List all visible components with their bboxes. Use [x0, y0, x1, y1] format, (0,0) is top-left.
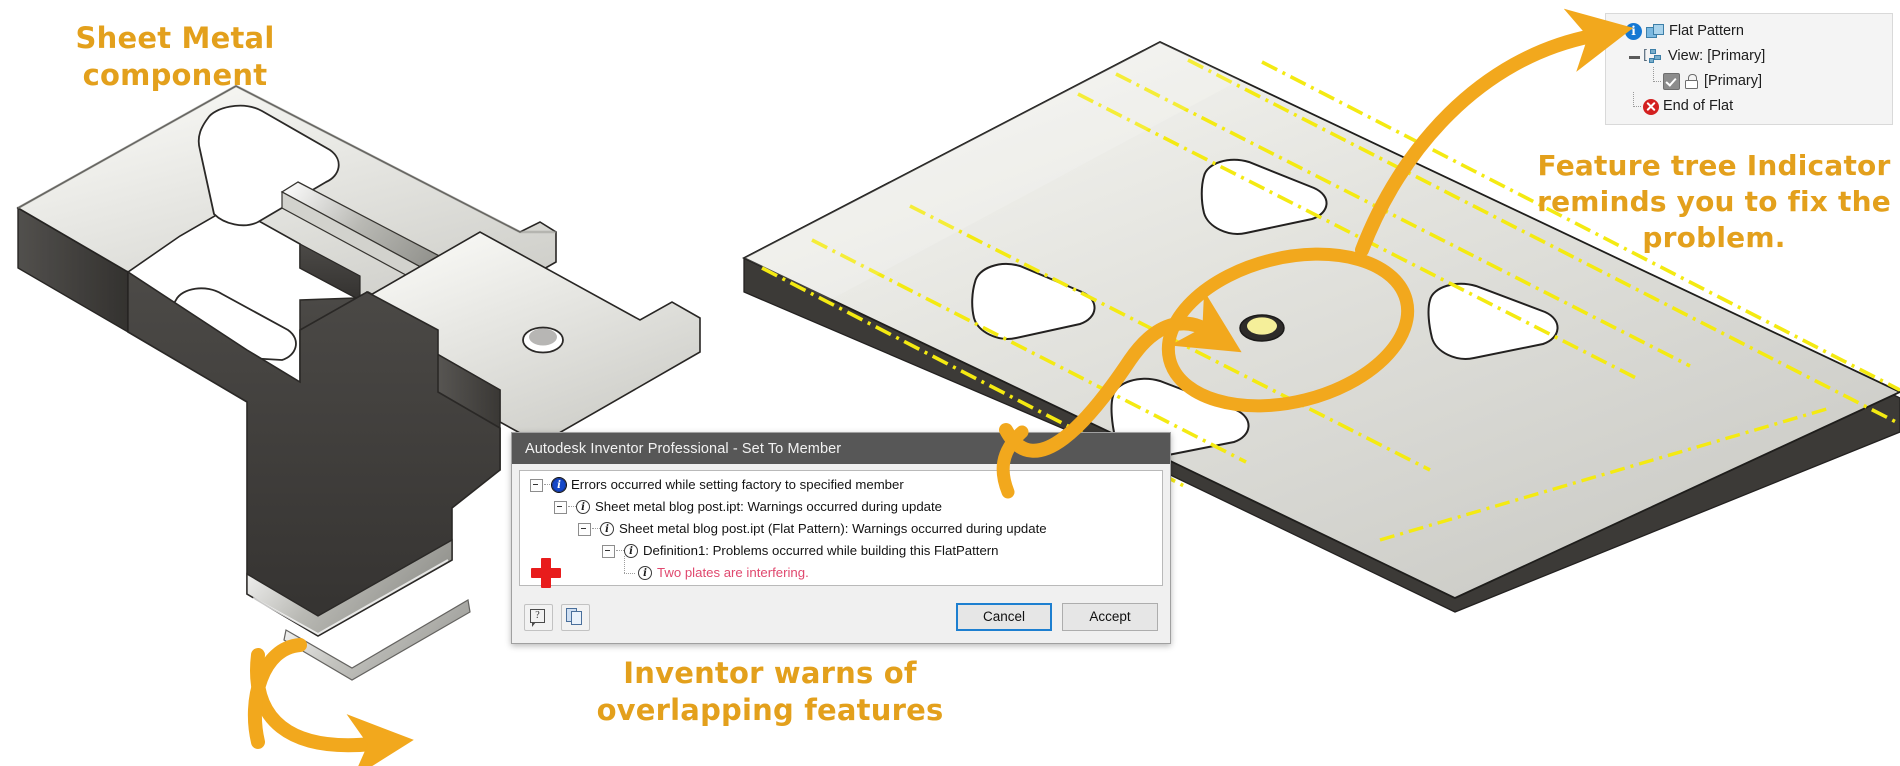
expander-minus-icon[interactable] — [1628, 50, 1641, 63]
accept-button[interactable]: Accept — [1062, 603, 1158, 631]
dialog-error-text: Two plates are interfering. — [657, 565, 809, 581]
dialog-titlebar[interactable]: Autodesk Inventor Professional - Set To … — [512, 433, 1170, 464]
info-icon: i — [576, 500, 590, 514]
tree-item-label: End of Flat — [1663, 98, 1734, 115]
dialog-tree-row[interactable]: i Sheet metal blog post.ipt: Warnings oc… — [520, 496, 1162, 518]
dialog-message-tree[interactable]: i Errors occurred while setting factory … — [519, 470, 1163, 586]
tree-elbow-connector — [1628, 91, 1642, 116]
dialog-tree-row[interactable]: i Errors occurred while setting factory … — [520, 474, 1162, 496]
lock-icon — [1685, 74, 1699, 89]
info-icon: i — [600, 522, 614, 536]
dialog-footer: ? Cancel Accept — [512, 591, 1170, 643]
tree-row-flat-pattern[interactable]: i Flat Pattern — [1606, 19, 1892, 44]
dialog-message-text: Definition1: Problems occurred while bui… — [643, 543, 999, 559]
info-icon: i — [624, 544, 638, 558]
dialog-tree-row[interactable]: i Sheet metal blog post.ipt (Flat Patter… — [520, 518, 1162, 540]
cancel-button[interactable]: Cancel — [956, 603, 1052, 631]
callout-inventor-warns: Inventor warns of overlapping features — [596, 656, 944, 728]
tree-item-label: Flat Pattern — [1669, 23, 1744, 40]
dialog-message-text: Sheet metal blog post.ipt (Flat Pattern)… — [619, 521, 1047, 537]
tree-row-view-primary[interactable]: [ View: [Primary] — [1606, 44, 1892, 69]
info-icon: i — [1625, 23, 1642, 40]
expander-minus-icon[interactable] — [1610, 25, 1623, 38]
help-button[interactable]: ? — [524, 603, 553, 631]
copy-to-clipboard-button[interactable] — [561, 603, 590, 631]
tree-row-end-of-flat[interactable]: End of Flat — [1606, 91, 1892, 119]
expander-minus-icon[interactable] — [602, 544, 615, 558]
feature-tree-panel[interactable]: i Flat Pattern [ View: [Primary] [Primar… — [1605, 13, 1893, 125]
dialog-message-text: Errors occurred while setting factory to… — [571, 477, 904, 493]
flat-pattern-icon — [1646, 23, 1664, 40]
expander-minus-icon[interactable] — [554, 500, 567, 514]
tree-item-label: View: [Primary] — [1668, 48, 1766, 65]
tree-item-label: [Primary] — [1704, 73, 1762, 90]
info-icon: i — [638, 566, 652, 580]
interference-marker-icon — [531, 558, 561, 588]
view-icon: [ — [1643, 48, 1663, 65]
tree-connector — [616, 550, 624, 552]
sheet-metal-3d-part[interactable] — [16, 84, 701, 681]
callout-sheet-metal: Sheet Metal component — [75, 21, 275, 93]
expander-minus-icon[interactable] — [530, 478, 543, 492]
dialog-tree-row[interactable]: i Definition1: Problems occurred while b… — [520, 540, 1162, 562]
error-x-icon — [1643, 98, 1659, 115]
dialog-tree-row-error[interactable]: i Two plates are interfering. — [520, 556, 1162, 584]
set-to-member-dialog[interactable]: Autodesk Inventor Professional - Set To … — [511, 432, 1171, 644]
info-icon-selected: i — [551, 477, 567, 493]
dialog-title: Autodesk Inventor Professional - Set To … — [525, 440, 842, 457]
callout-feature-tree: Feature tree Indicator reminds you to fi… — [1537, 149, 1891, 254]
help-icon: ? — [530, 608, 545, 627]
tree-row-primary[interactable]: [Primary] — [1606, 66, 1892, 94]
tree-connector — [544, 484, 552, 486]
dialog-message-text: Sheet metal blog post.ipt: Warnings occu… — [595, 499, 942, 515]
copy-to-clipboard-icon-front — [571, 610, 582, 625]
checkbox-checked-icon[interactable] — [1663, 73, 1680, 90]
tree-connector — [568, 506, 576, 508]
tree-connector — [592, 528, 600, 530]
expander-minus-icon[interactable] — [578, 522, 591, 536]
tree-elbow-connector — [1648, 66, 1662, 91]
tree-elbow-connector — [622, 556, 638, 583]
